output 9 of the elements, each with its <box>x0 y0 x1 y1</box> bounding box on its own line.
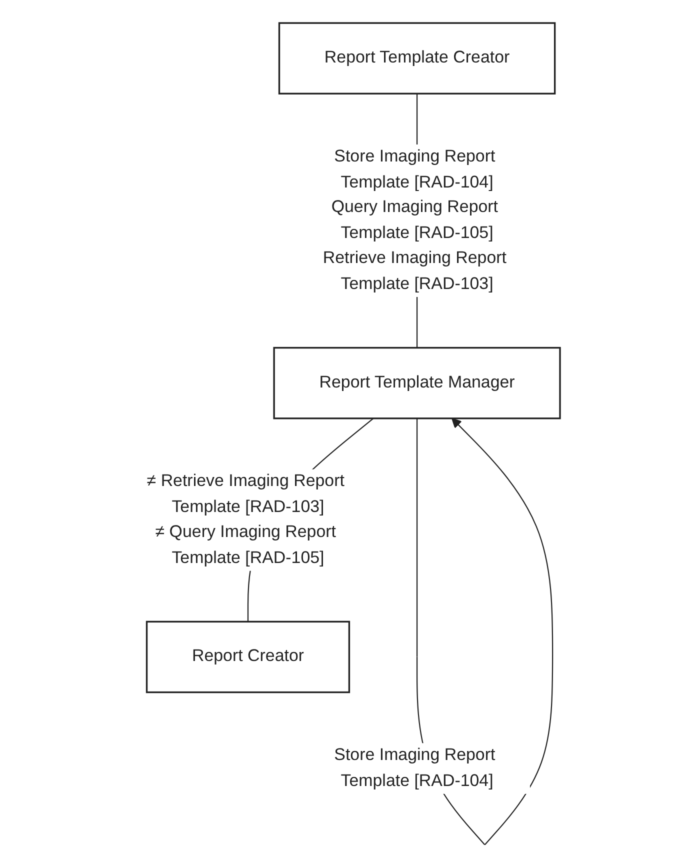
node-box: Report Template Manager <box>274 346 562 420</box>
edge-label: Store Imaging Report Template [RAD-104] <box>334 745 496 790</box>
edge-label: Retrieve Imaging Report Template [RAD-103] <box>323 248 507 294</box>
node-box: Report Template Creator <box>278 22 556 94</box>
edge-label: Query Imaging Report Template [RAD-105] <box>332 198 498 242</box>
edge-label: Store Imaging Report Template [RAD-104] <box>334 146 496 192</box>
node-box: Report Creator <box>146 620 351 694</box>
edge-label: ≠ Retrieve Imaging Report Template [RAD-103] <box>147 471 345 516</box>
edge-label: ≠ Query Imaging Report Template [RAD-105] <box>156 522 336 567</box>
